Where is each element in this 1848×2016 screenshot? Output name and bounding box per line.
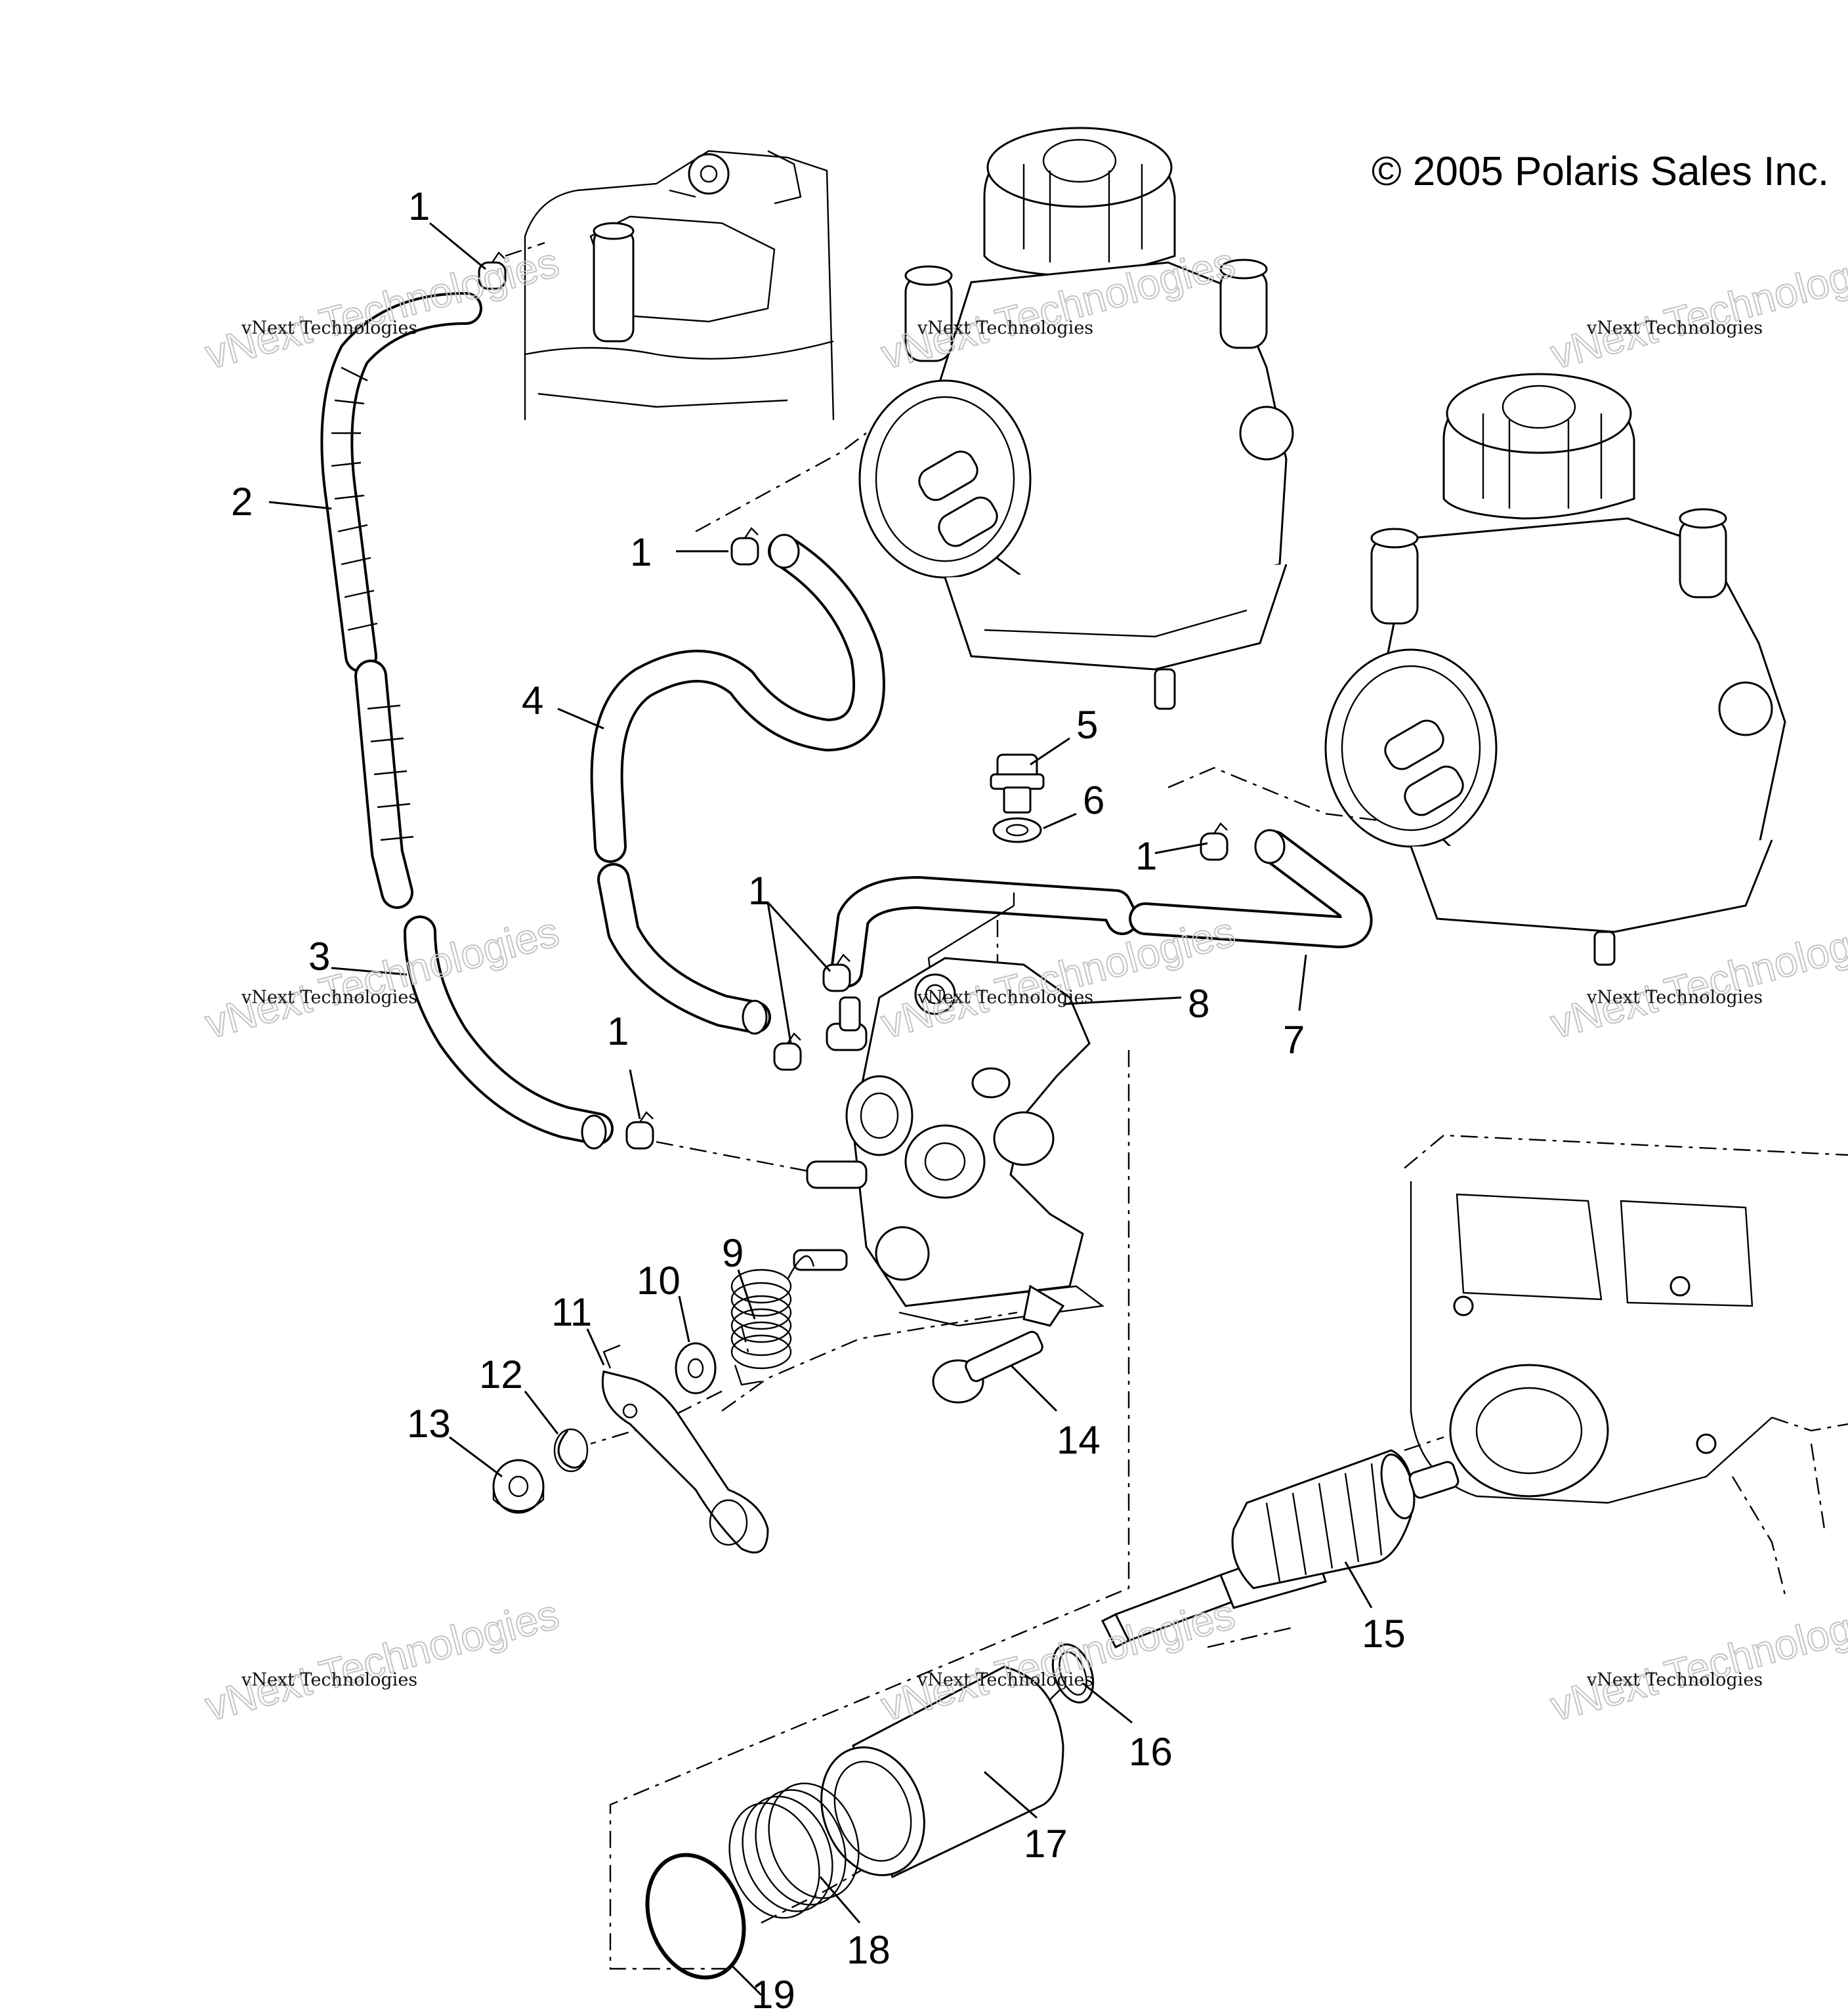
callout-1-c: 1 [748,869,770,913]
watermark-small: vNext Technologies [1586,1670,1763,1690]
callout-1-b: 1 [630,530,652,574]
watermark-large: vNext Technologies [1545,238,1848,378]
carburetor-upper-drawing [858,127,1294,710]
callout-4: 4 [522,679,543,723]
crankcase-drawing [1404,1134,1848,1595]
callout-17: 17 [1024,1822,1068,1866]
callout-10: 10 [637,1259,681,1303]
callout-16: 16 [1129,1730,1173,1774]
callout-13: 13 [407,1402,451,1446]
engine-block-drawing [524,150,835,421]
watermark-small: vNext Technologies [917,318,1093,338]
o-ring-16-drawing [1051,1643,1095,1704]
watermark-small: vNext Technologies [241,318,417,338]
watermark-small: vNext Technologies [241,987,417,1007]
watermark-large: vNext Technologies [200,238,564,378]
callout-3: 3 [308,934,330,978]
callout-1-d: 1 [607,1009,629,1053]
watermark-large: vNext Technologies [1545,1590,1848,1730]
callout-5: 5 [1076,703,1098,747]
o-ring-19-drawing [645,1853,746,1980]
callout-1-e: 1 [1135,834,1157,878]
callout-12: 12 [479,1353,523,1396]
hoses [320,292,1373,1150]
callout-14: 14 [1057,1418,1101,1462]
callout-9: 9 [722,1231,744,1275]
carburetor-right-drawing [1324,373,1786,966]
sleeve-17-drawing [820,1666,1064,1879]
leader-lines [268,222,1373,1996]
callout-11: 11 [551,1290,592,1334]
bolt-and-washer [990,753,1045,843]
watermark-small: vNext Technologies [1586,987,1763,1007]
watermark-small: vNext Technologies [1586,318,1763,338]
spring-arm-assembly [492,1255,815,1554]
callout-8: 8 [1188,982,1209,1026]
watermark-small: vNext Technologies [917,987,1093,1007]
hose-clamps [478,251,1228,1150]
spring-18-drawing [728,1782,860,1919]
bolt-14-drawing [932,1331,1043,1404]
watermark-small: vNext Technologies [917,1670,1093,1690]
callout-2: 2 [231,480,253,524]
watermark-small: vNext Technologies [241,1670,417,1690]
callout-numbers: 1 1 1 1 1 2 3 4 5 6 7 8 9 10 11 12 13 14… [231,184,1406,2016]
callout-15: 15 [1362,1612,1406,1656]
watermark-large: vNext Technologies [876,1590,1240,1730]
callout-19: 19 [751,1973,795,2016]
callout-6: 6 [1083,778,1104,822]
copyright-text: © 2005 Polaris Sales Inc. [1372,149,1829,194]
watermark-large: vNext Technologies [200,1590,564,1730]
oil-pump-drawing [793,957,1105,1327]
callout-18: 18 [847,1928,891,1972]
drive-gear-shaft-drawing [1101,1449,1460,1649]
callout-1-a: 1 [408,184,430,228]
watermark-large: vNext Technologies [200,908,564,1047]
callout-7: 7 [1283,1018,1305,1062]
